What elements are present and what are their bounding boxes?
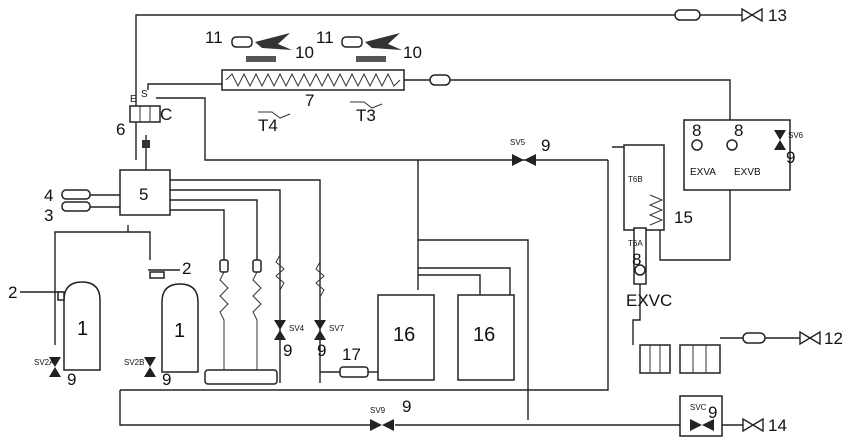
accumulator-right: [149, 271, 199, 373]
label-t3: T3: [356, 106, 376, 125]
label-2-left: 2: [8, 283, 17, 302]
receivers: [639, 344, 721, 374]
unit-16-left: [377, 294, 435, 381]
label-sv2b: SV2B: [124, 358, 144, 367]
fan-left: [231, 33, 292, 62]
label-14: 14: [768, 416, 787, 435]
label-3: 3: [44, 206, 53, 225]
label-sv4: SV4: [289, 324, 305, 333]
exv-box: [683, 119, 791, 191]
pipe-network: [20, 14, 800, 426]
label-8-exvb: 8: [734, 121, 743, 140]
label-2-right: 2: [182, 259, 191, 278]
label-1-right: 1: [174, 320, 185, 342]
label-sv5: SV5: [510, 138, 526, 147]
four-way-valve: [129, 105, 161, 148]
label-16-left: 16: [393, 324, 415, 346]
label-exva: EXVA: [690, 167, 716, 178]
label-9-sv4: 9: [283, 341, 292, 360]
label-sv2a: SV2A: [34, 358, 55, 367]
label-sv7: SV7: [329, 324, 345, 333]
oil-separator-17: [339, 366, 369, 378]
label-10-left: 10: [295, 43, 314, 62]
label-sv9: SV9: [370, 406, 386, 415]
label-9-sv2b: 9: [162, 370, 171, 389]
plate-heat-exchanger: [623, 144, 665, 285]
label-15: 15: [674, 208, 693, 227]
valve-symbols: [49, 130, 786, 431]
label-5: 5: [139, 185, 148, 204]
label-9-svc: 9: [708, 403, 717, 422]
sensor-t4-wire: [258, 111, 291, 119]
fan-right: [341, 33, 402, 62]
label-11-left: 11: [205, 28, 223, 47]
label-9-sv5: 9: [541, 136, 550, 155]
label-4: 4: [44, 186, 53, 205]
label-10-right: 10: [403, 43, 422, 62]
label-1-left: 1: [77, 318, 88, 340]
label-6: 6: [116, 120, 125, 139]
accumulator-left: [57, 281, 101, 371]
capillaries: [204, 254, 325, 385]
label-svc: SVC: [690, 403, 707, 412]
label-exvb: EXVB: [734, 167, 761, 178]
sensor-t3-wire: [350, 101, 383, 109]
label-13: 13: [768, 6, 787, 25]
label-9-sv7: 9: [317, 341, 326, 360]
label-9-sv2a: 9: [67, 370, 76, 389]
label-9-sv6: 9: [786, 148, 795, 167]
filters: [61, 189, 91, 212]
unit-16-right: [457, 294, 515, 381]
label-12: 12: [824, 329, 843, 348]
inline-fittings: [429, 9, 766, 344]
label-sv6: SV6: [788, 131, 804, 140]
label-t6b: T6B: [628, 175, 643, 184]
label-exvc: EXVC: [626, 291, 672, 310]
label-16-right: 16: [473, 324, 495, 346]
label-c: C: [160, 105, 172, 124]
label-7: 7: [305, 91, 314, 110]
label-8-exva: 8: [692, 121, 701, 140]
label-11-right: 11: [316, 28, 334, 47]
label-t4: T4: [258, 116, 278, 135]
label-s: S: [141, 89, 148, 100]
label-t6a: T6A: [628, 239, 643, 248]
label-8-exvc: 8: [632, 250, 641, 269]
label-e: E: [130, 94, 137, 105]
condenser-coil: [221, 69, 405, 91]
label-9-sv9: 9: [402, 397, 411, 416]
compressor-box: [119, 169, 171, 216]
port-arrows: [741, 7, 821, 433]
svc-box: [679, 395, 723, 437]
label-17: 17: [342, 345, 361, 364]
